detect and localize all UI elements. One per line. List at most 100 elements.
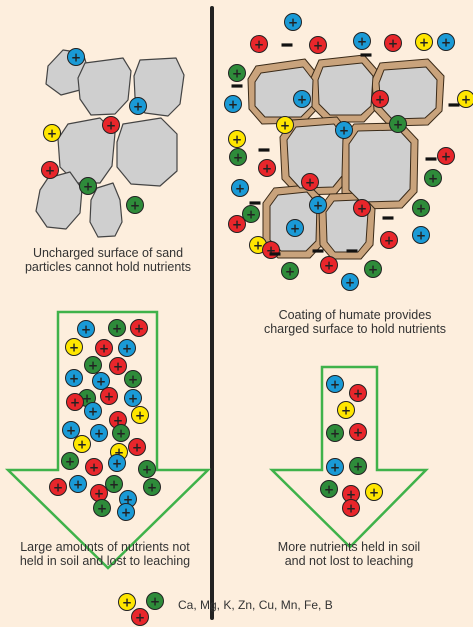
red-ion: + bbox=[103, 117, 120, 134]
blue-ion: + bbox=[63, 422, 80, 439]
red-ion: + bbox=[259, 160, 276, 177]
blue-ion: + bbox=[109, 455, 126, 472]
blue-ion: + bbox=[85, 403, 102, 420]
sand-caption-line-2: particles cannot hold nutrients bbox=[8, 260, 208, 274]
leaching-caption: Large amounts of nutrients not held in s… bbox=[2, 540, 208, 568]
sand-particles bbox=[36, 50, 184, 237]
red-ion: + bbox=[343, 500, 360, 517]
red-ion: + bbox=[129, 439, 146, 456]
red-ion: + bbox=[381, 232, 398, 249]
negative-charge-mark bbox=[426, 157, 437, 160]
leaching-caption-line-2: held in soil and lost to leaching bbox=[2, 554, 208, 568]
positive-charge-sign: + bbox=[393, 118, 403, 132]
red-ion: + bbox=[251, 36, 268, 53]
blue-ion: + bbox=[91, 425, 108, 442]
positive-charge-sign: + bbox=[83, 180, 93, 194]
positive-charge-sign: + bbox=[88, 359, 98, 373]
positive-charge-sign: + bbox=[313, 199, 323, 213]
positive-charge-sign: + bbox=[113, 360, 123, 374]
green-ion: + bbox=[243, 206, 260, 223]
positive-charge-sign: + bbox=[297, 93, 307, 107]
humate-core bbox=[379, 67, 437, 119]
sand-particle bbox=[36, 172, 82, 229]
yellow-ion: + bbox=[229, 131, 246, 148]
red-ion: + bbox=[229, 216, 246, 233]
red-ion: + bbox=[96, 340, 113, 357]
positive-charge-sign: + bbox=[232, 218, 242, 232]
blue-ion: + bbox=[125, 390, 142, 407]
humate-particles bbox=[248, 55, 444, 259]
green-ion: + bbox=[127, 197, 144, 214]
green-ion: + bbox=[113, 425, 130, 442]
positive-charge-sign: + bbox=[73, 478, 83, 492]
positive-charge-sign: + bbox=[96, 375, 106, 389]
green-ion: + bbox=[321, 481, 338, 498]
positive-charge-sign: + bbox=[69, 372, 79, 386]
blue-ion: + bbox=[327, 376, 344, 393]
positive-charge-sign: + bbox=[88, 405, 98, 419]
positive-charge-sign: + bbox=[357, 35, 367, 49]
red-ion: + bbox=[310, 37, 327, 54]
positive-charge-sign: + bbox=[135, 611, 145, 625]
blue-ion: + bbox=[438, 34, 455, 51]
yellow-ion: + bbox=[44, 125, 61, 142]
positive-charge-sign: + bbox=[47, 127, 57, 141]
positive-charge-sign: + bbox=[132, 441, 142, 455]
small-arrow-outline bbox=[272, 367, 426, 547]
leaching-caption-line-1: Large amounts of nutrients not bbox=[2, 540, 208, 554]
legend-ions: +++ bbox=[119, 593, 164, 626]
green-ion: + bbox=[125, 371, 142, 388]
positive-charge-sign: + bbox=[416, 229, 426, 243]
positive-charge-sign: + bbox=[130, 199, 140, 213]
positive-charge-sign: + bbox=[116, 427, 126, 441]
red-ion: + bbox=[438, 148, 455, 165]
blue-ion: + bbox=[70, 476, 87, 493]
blue-ion: + bbox=[285, 14, 302, 31]
positive-charge-sign: + bbox=[89, 461, 99, 475]
positive-charge-sign: + bbox=[357, 202, 367, 216]
humate-caption-line-1: Coating of humate provides bbox=[242, 308, 468, 322]
positive-charge-sign: + bbox=[134, 322, 144, 336]
blue-ion: + bbox=[93, 373, 110, 390]
negative-charge-mark bbox=[313, 249, 324, 252]
humate-caption-line-2: charged surface to hold nutrients bbox=[242, 322, 468, 336]
blue-ion: + bbox=[225, 96, 242, 113]
sand-caption: Uncharged surface of sand particles cann… bbox=[8, 246, 208, 274]
positive-charge-sign: + bbox=[305, 176, 315, 190]
blue-ion: + bbox=[327, 459, 344, 476]
blue-ion: + bbox=[130, 98, 147, 115]
red-ion: + bbox=[321, 257, 338, 274]
red-ion: + bbox=[350, 385, 367, 402]
yellow-ion: + bbox=[338, 402, 355, 419]
red-ion: + bbox=[131, 320, 148, 337]
positive-charge-sign: + bbox=[150, 595, 160, 609]
positive-charge-sign: + bbox=[232, 133, 242, 147]
negative-charge-mark bbox=[250, 201, 261, 204]
blue-ion: + bbox=[119, 340, 136, 357]
positive-charge-sign: + bbox=[280, 119, 290, 133]
positive-charge-sign: + bbox=[65, 455, 75, 469]
positive-charge-sign: + bbox=[428, 172, 438, 186]
positive-charge-sign: + bbox=[290, 222, 300, 236]
red-ion: + bbox=[372, 91, 389, 108]
positive-charge-sign: + bbox=[53, 481, 63, 495]
positive-charge-sign: + bbox=[121, 506, 131, 520]
positive-charge-sign: + bbox=[233, 151, 243, 165]
blue-ion: + bbox=[78, 321, 95, 338]
positive-charge-sign: + bbox=[94, 427, 104, 441]
blue-ion: + bbox=[66, 370, 83, 387]
positive-charge-sign: + bbox=[135, 409, 145, 423]
negative-charge-mark bbox=[232, 84, 243, 87]
positive-charge-sign: + bbox=[330, 427, 340, 441]
positive-charge-sign: + bbox=[112, 322, 122, 336]
positive-charge-sign: + bbox=[441, 150, 451, 164]
red-ion: + bbox=[132, 609, 149, 626]
green-ion: + bbox=[229, 65, 246, 82]
blue-ion: + bbox=[287, 220, 304, 237]
red-ion: + bbox=[91, 485, 108, 502]
negative-charge-mark bbox=[282, 43, 293, 46]
yellow-ion: + bbox=[119, 594, 136, 611]
positive-charge-sign: + bbox=[246, 208, 256, 222]
positive-charge-sign: + bbox=[375, 93, 385, 107]
green-ion: + bbox=[350, 458, 367, 475]
